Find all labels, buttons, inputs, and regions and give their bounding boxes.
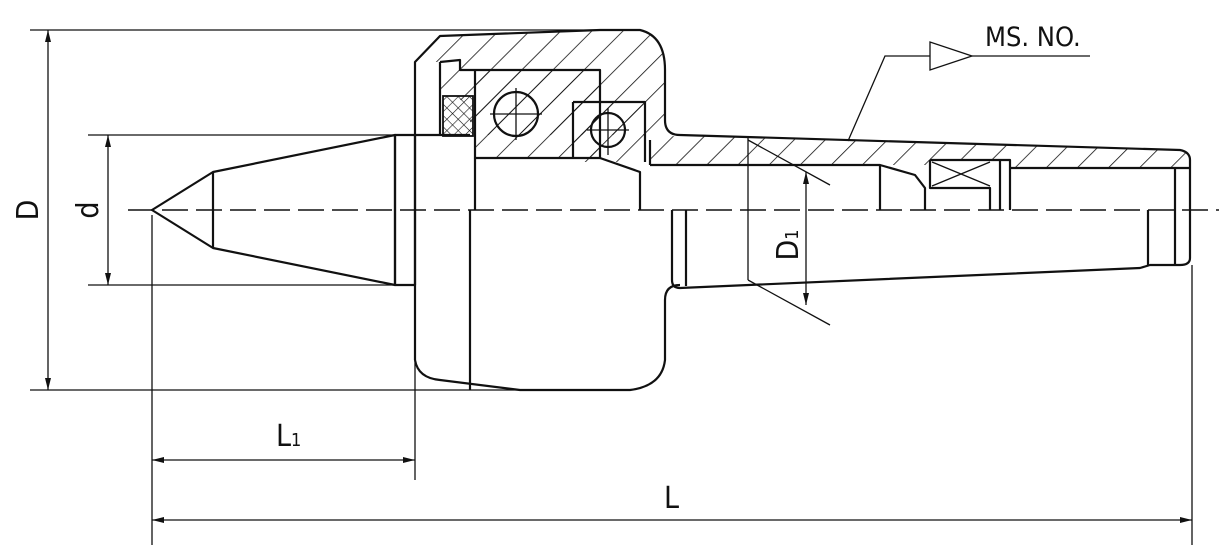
- taper-shank: [648, 133, 1192, 290]
- dimension-L: L: [152, 265, 1193, 545]
- dimension-d: d: [71, 134, 395, 286]
- dimension-L1: L1: [151, 215, 416, 545]
- bearing-housing: [413, 28, 681, 392]
- label-taper-no: MS. NO.: [985, 22, 1081, 53]
- label-L1: L: [276, 419, 291, 454]
- label-D1-subscript: 1: [782, 229, 803, 239]
- dimension-D: D: [11, 29, 600, 391]
- svg-text:D1: D1: [771, 229, 806, 260]
- label-L1-subscript: 1: [291, 430, 301, 451]
- dimension-D1: D1: [747, 138, 831, 326]
- label-D: D: [11, 200, 46, 221]
- label-d: d: [71, 201, 106, 218]
- label-D1: D: [771, 240, 806, 261]
- label-L: L: [664, 481, 679, 516]
- taper-callout: MS. NO.: [847, 22, 1090, 142]
- svg-text:L1: L1: [276, 419, 301, 454]
